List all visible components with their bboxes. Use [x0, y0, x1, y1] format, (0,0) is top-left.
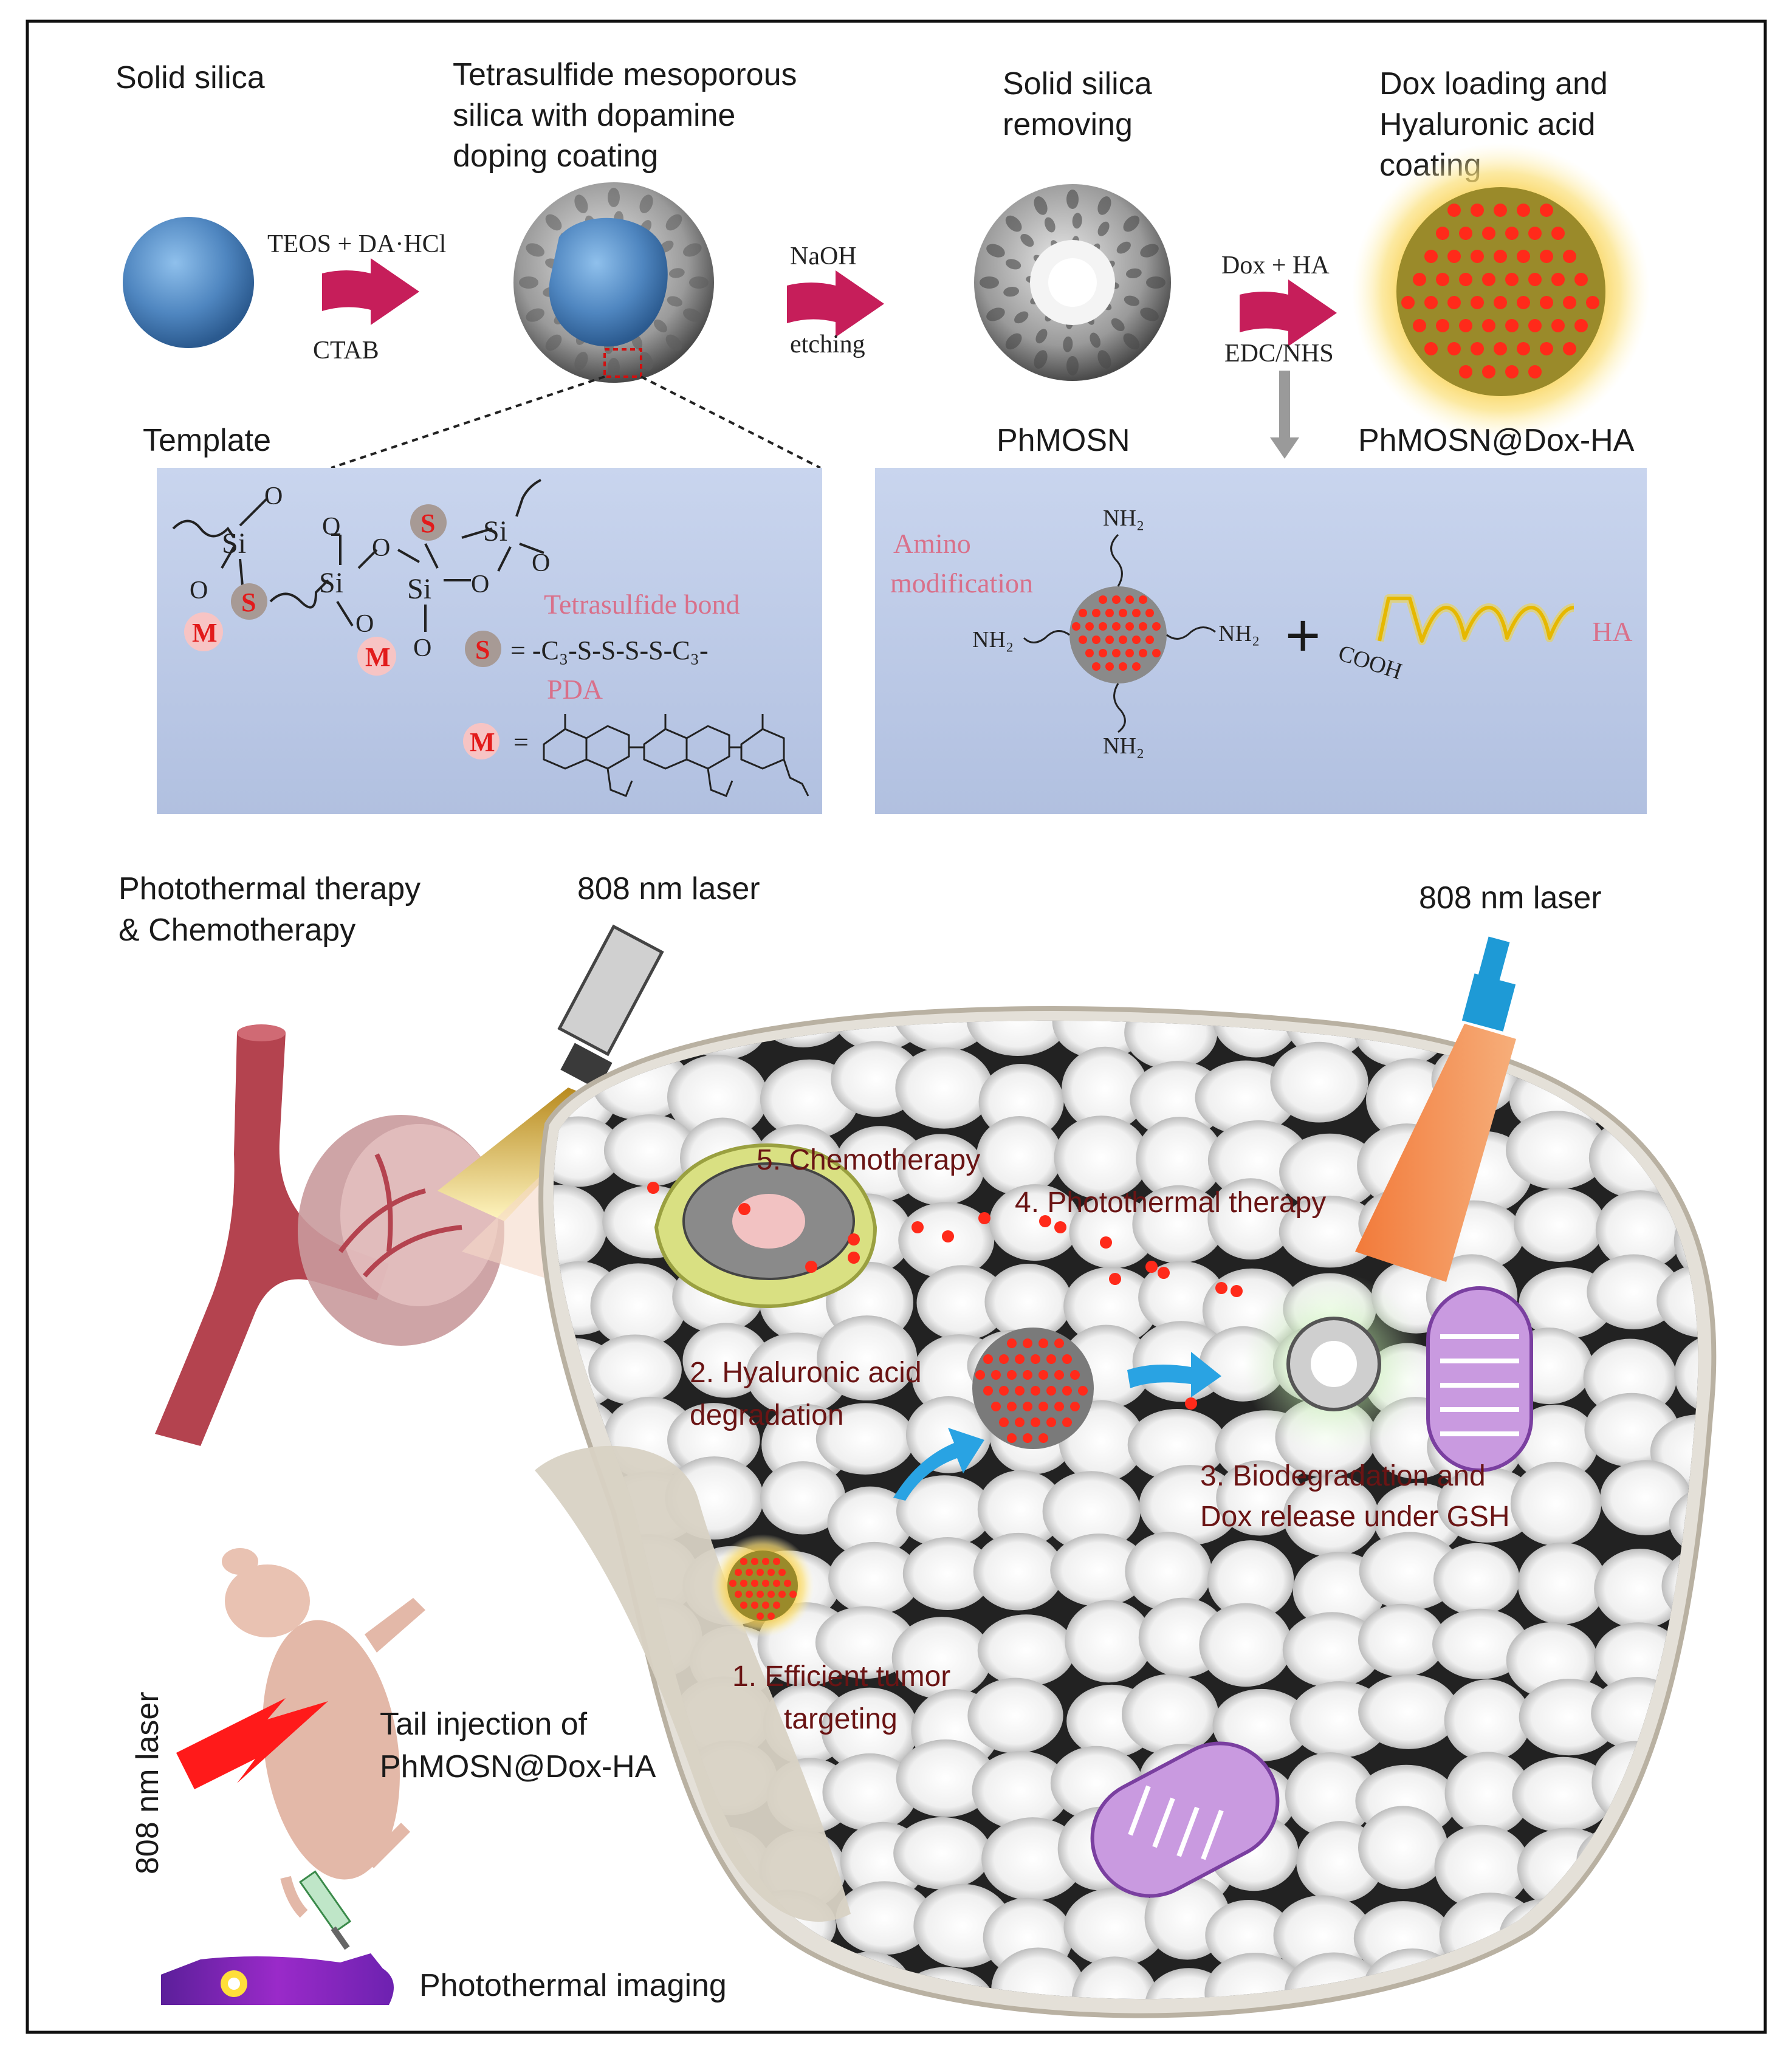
- svg-text:O: O: [471, 571, 489, 598]
- svg-text:Tetrasulfide mesoporous: Tetrasulfide mesoporous: [453, 57, 797, 92]
- svg-text:O: O: [264, 482, 283, 510]
- svg-text:doping coating: doping coating: [453, 139, 658, 174]
- released-dox: [647, 1182, 1243, 1410]
- svg-text:2. Hyaluronic acid: 2. Hyaluronic acid: [690, 1357, 922, 1389]
- svg-text:S: S: [241, 588, 256, 617]
- svg-text:removing: removing: [1003, 107, 1133, 142]
- laser-label-vertical: 808 nm laser: [130, 1691, 165, 1874]
- svg-text:= -C₃-S-S-S-S-C₃-: = -C₃-S-S-S-S-C₃-: [510, 636, 709, 665]
- svg-text:Si: Si: [407, 573, 431, 605]
- svg-text:etching: etching: [790, 331, 865, 358]
- arrow-2: NaOH etching: [787, 242, 884, 358]
- laser-device-right: [1355, 936, 1516, 1282]
- zoom-line-left: [331, 375, 605, 469]
- svg-text:Si: Si: [222, 527, 246, 560]
- svg-text:NH₂: NH₂: [1103, 733, 1144, 759]
- svg-text:1. Efficient tumor: 1. Efficient tumor: [732, 1660, 950, 1693]
- photothermal-imaging-label: Photothermal imaging: [419, 1968, 727, 2003]
- svg-text:+: +: [1285, 601, 1320, 670]
- svg-text:Photothermal therapy: Photothermal therapy: [118, 871, 421, 906]
- stage4-title: Dox loading and Hyaluronic acid coating: [1379, 66, 1608, 183]
- blood-vessel: [155, 1024, 389, 1446]
- svg-text:S: S: [475, 635, 490, 665]
- svg-text:Tetrasulfide bond: Tetrasulfide bond: [544, 589, 740, 620]
- svg-text:3. Biodegradation and: 3. Biodegradation and: [1200, 1460, 1486, 1492]
- svg-text:HA: HA: [1592, 616, 1632, 647]
- tumor: [298, 1115, 504, 1346]
- svg-text:Hyaluronic acid: Hyaluronic acid: [1379, 107, 1596, 142]
- svg-text:EDC/NHS: EDC/NHS: [1224, 340, 1334, 368]
- svg-text:CTAB: CTAB: [313, 337, 379, 365]
- svg-text:Si: Si: [483, 515, 507, 547]
- svg-text:M: M: [470, 727, 495, 757]
- chemotherapy-particle: [654, 1143, 877, 1308]
- svg-text:Tail injection of: Tail injection of: [380, 1707, 588, 1742]
- mitochondrion-right: [1426, 1286, 1533, 1472]
- svg-text:PDA: PDA: [547, 674, 603, 705]
- svg-text:Solid silica: Solid silica: [1003, 66, 1152, 101]
- svg-text:targeting: targeting: [784, 1703, 898, 1735]
- biodegradation-particle: [1243, 1273, 1425, 1455]
- step2-label: 2. Hyaluronic acid degradation: [690, 1357, 922, 1431]
- svg-text:degradation: degradation: [690, 1399, 844, 1431]
- svg-text:O: O: [413, 634, 431, 662]
- phmosn-dox-ha-label: PhMOSN@Dox-HA: [1358, 423, 1635, 458]
- stage2-title: Tetrasulfide mesoporous silica with dopa…: [453, 57, 797, 174]
- svg-text:O: O: [190, 577, 208, 605]
- svg-text:O: O: [322, 513, 340, 541]
- svg-text:silica with dopamine: silica with dopamine: [453, 98, 735, 133]
- phmosn-label: PhMOSN: [997, 423, 1130, 458]
- chemistry-panel-right: Amino modification NH₂ NH₂ NH₂ NH₂ + COO…: [875, 468, 1647, 814]
- svg-text:O: O: [532, 549, 550, 577]
- svg-text:NH₂: NH₂: [1218, 621, 1260, 646]
- template-particle: [513, 182, 714, 383]
- laser-bolt: [176, 1698, 328, 1789]
- svg-text:PhMOSN@Dox-HA: PhMOSN@Dox-HA: [380, 1749, 656, 1784]
- therapy-title: Photothermal therapy & Chemotherapy: [118, 871, 421, 948]
- svg-text:Amino: Amino: [893, 528, 971, 559]
- svg-text:NH₂: NH₂: [1103, 505, 1144, 531]
- svg-text:TEOS + DA·HCl: TEOS + DA·HCl: [267, 230, 446, 258]
- svg-text:NaOH: NaOH: [790, 242, 857, 270]
- svg-text:Dox release under GSH: Dox release under GSH: [1200, 1501, 1510, 1533]
- step5-label: 5. Chemotherapy: [757, 1144, 980, 1176]
- svg-text:Dox loading and: Dox loading and: [1379, 66, 1608, 101]
- svg-text:Dox + HA: Dox + HA: [1221, 252, 1330, 279]
- arrow-1: TEOS + DA·HCl CTAB: [267, 230, 446, 365]
- svg-text:NH₂: NH₂: [972, 627, 1014, 653]
- solid-silica-sphere: [123, 217, 254, 348]
- svg-text:M: M: [365, 642, 391, 672]
- arrow-3: Dox + HA EDC/NHS: [1221, 252, 1337, 459]
- chemistry-panel-left: Si Si Si Si O O O O O O O O S S M M Tetr…: [157, 468, 822, 814]
- svg-text:O: O: [355, 610, 374, 638]
- mitochondrion-bottom: [1090, 1741, 1280, 1898]
- svg-text:O: O: [372, 534, 390, 562]
- blue-arrow-1: [893, 1428, 984, 1501]
- ha-degraded-particle: [972, 1328, 1094, 1449]
- svg-text:M: M: [192, 618, 218, 648]
- step4-label: 4. Photothermal therapy: [1015, 1187, 1326, 1219]
- laser-label-left: 808 nm laser: [577, 871, 760, 906]
- template-label: Template: [143, 423, 271, 458]
- phmosn-dox-ha-particle: [1352, 143, 1650, 440]
- phmosn-particle: [974, 184, 1171, 381]
- step1-label: 1. Efficient tumor targeting: [732, 1660, 950, 1735]
- svg-text:& Chemotherapy: & Chemotherapy: [118, 913, 355, 948]
- zoom-line-right: [640, 375, 821, 469]
- laser-label-right: 808 nm laser: [1419, 880, 1602, 916]
- mouse: [222, 1548, 425, 1918]
- thermal-image-mouse: [161, 1953, 394, 2005]
- stage3-title: Solid silica removing: [1003, 66, 1152, 142]
- blue-arrow-2: [1127, 1352, 1221, 1397]
- svg-text:=: =: [513, 727, 529, 757]
- tail-injection-label: Tail injection of PhMOSN@Dox-HA: [380, 1707, 656, 1784]
- stage1-title: Solid silica: [115, 60, 265, 95]
- svg-text:Si: Si: [319, 567, 343, 599]
- svg-text:modification: modification: [890, 567, 1033, 598]
- svg-text:S: S: [421, 509, 435, 538]
- syringe: [298, 1870, 352, 1950]
- step3-label: 3. Biodegradation and Dox release under …: [1200, 1460, 1510, 1533]
